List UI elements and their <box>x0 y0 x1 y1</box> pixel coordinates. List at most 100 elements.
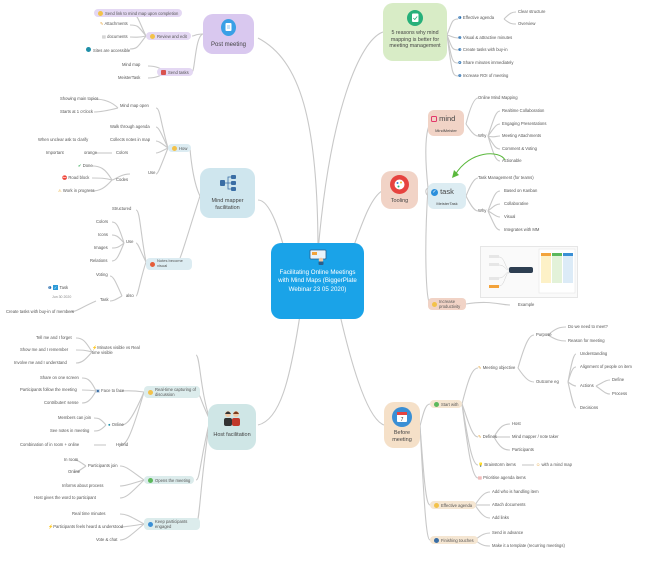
starts-at-node[interactable]: Starts at 1 o'clock <box>60 109 93 114</box>
reason-2[interactable]: ❷ Visual & attractive minutes <box>458 35 513 40</box>
done-node[interactable]: ✔ Done <box>78 163 93 168</box>
hybrid-node[interactable]: Hybrid <box>116 442 129 447</box>
purpose-node[interactable]: Purpose <box>536 332 552 337</box>
topic-reasons[interactable]: 5 reasons why mind mapping is better for… <box>383 3 447 61</box>
task-node[interactable]: Task <box>100 297 109 302</box>
reason-5[interactable]: ❺ Increase ROI of meeting <box>458 73 509 78</box>
contributes-node[interactable]: Contributes' sense <box>44 400 79 405</box>
work-in-progress-node[interactable]: ⚠ Work in progress <box>58 188 95 193</box>
task-management-node[interactable]: Task Management (for teams) <box>478 175 534 180</box>
mind-map-node[interactable]: Mind map <box>122 62 141 67</box>
combination-node[interactable]: Combination of in room + online <box>20 442 80 447</box>
voting-node[interactable]: Voting <box>96 272 108 277</box>
why-node[interactable]: Why <box>478 133 487 138</box>
vote-chat-node[interactable]: Vote & chat <box>96 537 118 542</box>
reason-node[interactable]: Reason for meeting <box>568 338 605 343</box>
participants-follow-node[interactable]: Participants follow the meeting <box>20 387 77 392</box>
relations-node[interactable]: Relations <box>90 258 108 263</box>
participants-join-node[interactable]: Participants join <box>88 463 118 468</box>
road-block-node[interactable]: ⛔ Road block <box>62 175 90 180</box>
icons-node[interactable]: Icons <box>98 232 109 237</box>
outcome-node[interactable]: Outcome eg <box>536 379 559 384</box>
meeting-objective-node[interactable]: ✎ Meeting objective <box>478 365 516 370</box>
clear-structure-node[interactable]: Clear structure <box>518 9 546 14</box>
with-mind-map-node[interactable]: ☺ with a mind map <box>536 462 572 467</box>
mind-map-open-node[interactable]: Mind map open <box>120 103 149 108</box>
task-chip[interactable]: ❶ ✓ Task <box>48 285 69 290</box>
orange-node[interactable]: orange <box>84 150 98 155</box>
define-node[interactable]: Define <box>612 377 625 382</box>
showing-main-topics-node[interactable]: Showing main topics <box>60 96 99 101</box>
mindmeister-node[interactable]: mind MindMeister <box>428 110 464 136</box>
host-gives-node[interactable]: Host gives the word to participant <box>34 495 96 500</box>
members-join-node[interactable]: Members can join <box>58 415 92 420</box>
in-room-node[interactable]: In room <box>64 457 79 462</box>
add-links-node[interactable]: Add links <box>492 515 509 520</box>
reason-1[interactable]: ❶ Effective agenda <box>458 15 495 20</box>
topic-post-meeting[interactable]: Post meeting <box>203 14 254 54</box>
defines-node[interactable]: ✎ Defines <box>478 434 497 439</box>
visual-node[interactable]: Visual <box>504 214 516 219</box>
mind-mapper-node[interactable]: Mind mapper / note taker <box>512 434 559 439</box>
why-meet-node[interactable]: Do we need to meet? <box>568 324 608 329</box>
walk-through-node[interactable]: Walk through agenda <box>110 124 150 129</box>
online2-node[interactable]: Online <box>68 469 81 474</box>
effective-agenda-node[interactable]: Effective agenda <box>430 501 477 509</box>
structured-node[interactable]: Structured <box>112 206 132 211</box>
meister-task-node[interactable]: MeisterTask <box>118 75 141 80</box>
images-node[interactable]: Images <box>94 245 108 250</box>
informs-node[interactable]: Informs about process <box>62 483 104 488</box>
see-notes-node[interactable]: See notes in meeting <box>50 428 90 433</box>
increase-productivity-node[interactable]: Increase productivity <box>428 298 466 310</box>
documents-node[interactable]: ▤ documents <box>102 34 128 39</box>
decisions-node[interactable]: Decisions <box>580 405 599 410</box>
colors-node[interactable]: Colors <box>116 150 129 155</box>
use2-node[interactable]: Use <box>126 239 134 244</box>
keep-engaged-node[interactable]: Keep participants engaged <box>144 518 200 530</box>
also-node[interactable]: also <box>126 293 134 298</box>
comment-voting-node[interactable]: Comment & Voting <box>502 146 537 151</box>
realtime-capturing-node[interactable]: Real-time capturing of discussion <box>144 386 200 398</box>
process-node[interactable]: Process <box>612 391 628 396</box>
brainstorm-node[interactable]: 💡 Brainstorm items <box>478 462 516 467</box>
understanding-node[interactable]: Understanding <box>580 351 608 356</box>
create-tasks-node[interactable]: Create tasks with buy-in of members <box>6 309 74 314</box>
topic-tooling[interactable]: Tooling <box>381 171 418 209</box>
actions-node[interactable]: Actions <box>580 383 594 388</box>
realtime-collab-node[interactable]: Realtime Collaboration <box>502 108 545 113</box>
kanban-node[interactable]: Based on Kanban <box>504 188 538 193</box>
minutes-node[interactable]: ⚡Minutes visible vs Real time visible <box>92 345 140 356</box>
feels-heard-node[interactable]: ⚡Participants feels heard & understood <box>48 524 124 529</box>
send-tasks-node[interactable]: Send tasks <box>157 68 193 76</box>
why2-node[interactable]: Why <box>478 208 487 213</box>
meistertask-node[interactable]: ✓ task MeisterTask <box>428 183 466 209</box>
review-and-edit-node[interactable]: Review and edit <box>146 32 191 40</box>
notes-visual-node[interactable]: Notes become visual <box>146 258 192 270</box>
alignment-node[interactable]: Alignment of people on item <box>580 364 632 369</box>
make-template-node[interactable]: Make it a template (recurring meetings) <box>492 543 565 548</box>
show-me-node[interactable]: Show me and I remember <box>20 347 69 352</box>
online-mind-mapping-node[interactable]: Online Mind Mapping <box>478 95 518 100</box>
participants-node[interactable]: Participants <box>512 447 534 452</box>
codes-node[interactable]: Codes <box>116 177 129 182</box>
central-topic[interactable]: Facilitating Online Meetings with Mind M… <box>271 243 364 319</box>
host-node[interactable]: Host <box>512 421 521 426</box>
sites-node[interactable]: Sites are accessible <box>86 47 130 53</box>
important-node[interactable]: Important <box>46 150 64 155</box>
reason-4[interactable]: ❹ Share minutes immediately <box>458 60 514 65</box>
actionable-node[interactable]: Actionable <box>502 158 522 163</box>
start-with-node[interactable]: Start with <box>430 400 463 408</box>
meeting-attachments-node[interactable]: Meeting Attachments <box>502 133 542 138</box>
face-to-face-node[interactable]: ▣ Face to face <box>96 388 125 393</box>
topic-before-meeting[interactable]: 7 Before meeting <box>384 402 420 448</box>
overview-node[interactable]: Overview <box>518 21 536 26</box>
presentations-node[interactable]: Engaging Presentations <box>502 121 547 126</box>
add-who-node[interactable]: Add who is handling item <box>492 489 539 494</box>
send-link-node[interactable]: Send link to mind map upon completion <box>94 9 183 17</box>
how-node[interactable]: How <box>168 144 192 152</box>
collaborative-node[interactable]: Collaborative <box>504 201 529 206</box>
share-screen-node[interactable]: Share on one screen <box>40 375 79 380</box>
collects-notes-node[interactable]: Collects notes in map <box>110 137 151 142</box>
opens-meeting-node[interactable]: Opens the meeting <box>144 476 195 484</box>
tell-me-node[interactable]: Tell me and I forget <box>36 335 72 340</box>
